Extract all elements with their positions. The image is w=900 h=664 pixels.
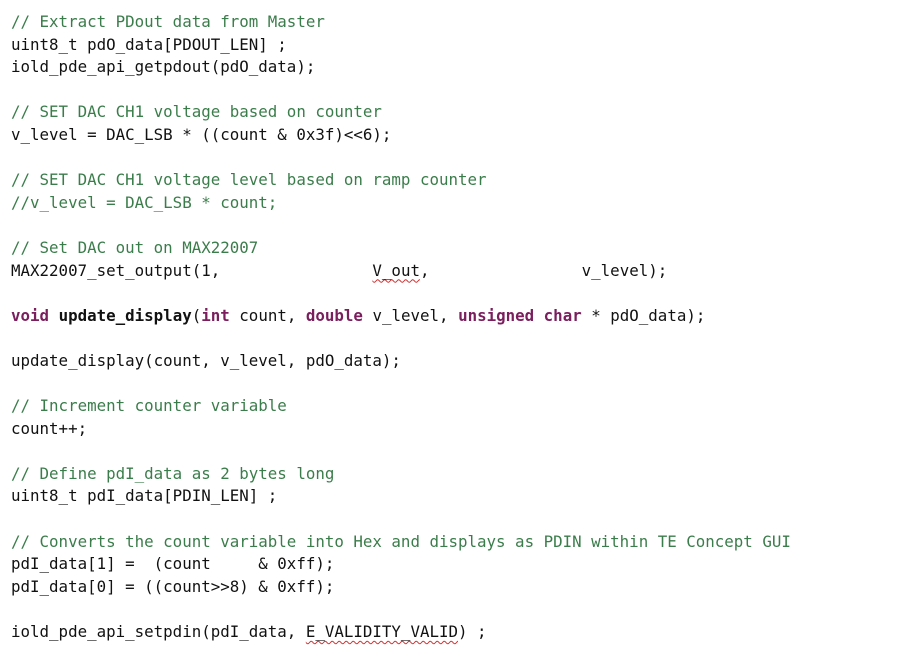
blank-line <box>11 147 896 170</box>
comment-converts-count: // Converts the count variable into Hex … <box>11 531 791 551</box>
open-paren: ( <box>191 305 202 325</box>
blank-line <box>11 327 896 350</box>
blank-line <box>11 79 896 102</box>
pdi-data-index-1-assignment: pdI_data[1] = (count & 0xff); <box>11 554 335 574</box>
comment-set-dac-out: // Set DAC out on MAX22007 <box>11 237 259 257</box>
blank-line <box>11 214 896 237</box>
blank-line <box>11 373 896 396</box>
comment-define-pdi-data: // Define pdI_data as 2 bytes long <box>11 463 335 483</box>
comment-set-dac-ramp: // SET DAC CH1 voltage level based on ra… <box>11 170 487 190</box>
double-keyword: double <box>305 305 363 325</box>
getpdout-call: iold_pde_api_getpdout(pdO_data); <box>11 57 316 77</box>
set-output-head: MAX22007_set_output(1, <box>11 260 373 280</box>
update-display-function-name: update_display <box>58 305 192 325</box>
void-keyword: void <box>11 305 50 325</box>
comment-extract-pdout: // Extract PDout data from Master <box>11 12 325 31</box>
update-display-prototype: void update_display(int count, double v_… <box>11 305 896 328</box>
char-keyword: char <box>543 305 582 325</box>
update-display-call: update_display(count, v_level, pdO_data)… <box>11 350 401 370</box>
pdi-data-index-0-assignment: pdI_data[0] = ((count>>8) & 0xff); <box>11 576 335 596</box>
blank-line <box>11 282 896 305</box>
v-out-argument: V_out <box>372 260 420 280</box>
comment-increment-counter: // Increment counter variable <box>11 396 287 416</box>
v-level-assignment: v_level = DAC_LSB * ((count & 0x3f)<<6); <box>11 124 392 144</box>
commented-v-level-assignment: //v_level = DAC_LSB * count; <box>11 192 278 212</box>
count-increment: count++; <box>11 418 88 438</box>
blank-line <box>11 440 896 463</box>
pdo-data-param: * pdO_data); <box>581 305 706 325</box>
unsigned-keyword: unsigned <box>458 305 535 325</box>
setpdin-head: iold_pde_api_setpdin(pdI_data, <box>11 622 306 642</box>
blank-line <box>11 598 896 621</box>
code-listing: // Extract PDout data from Master uint8_… <box>11 11 896 644</box>
comment-set-dac-counter: // SET DAC CH1 voltage based on counter <box>11 102 382 122</box>
blank-line <box>11 508 896 531</box>
count-param: count, <box>229 305 306 325</box>
int-keyword: int <box>201 305 230 325</box>
setpdin-call: iold_pde_api_setpdin(pdI_data, E_VALIDIT… <box>11 621 896 644</box>
pdo-data-declaration: uint8_t pdO_data[PDOUT_LEN] ; <box>11 34 287 54</box>
v-level-param: v_level, <box>362 305 459 325</box>
set-output-tail: , v_level); <box>419 260 668 280</box>
setpdin-tail: ) ; <box>458 622 487 642</box>
pdi-data-declaration: uint8_t pdI_data[PDIN_LEN] ; <box>11 486 278 506</box>
set-output-call: MAX22007_set_output(1, V_out, v_level); <box>11 260 896 283</box>
validity-argument: E_VALIDITY_VALID <box>305 622 458 642</box>
